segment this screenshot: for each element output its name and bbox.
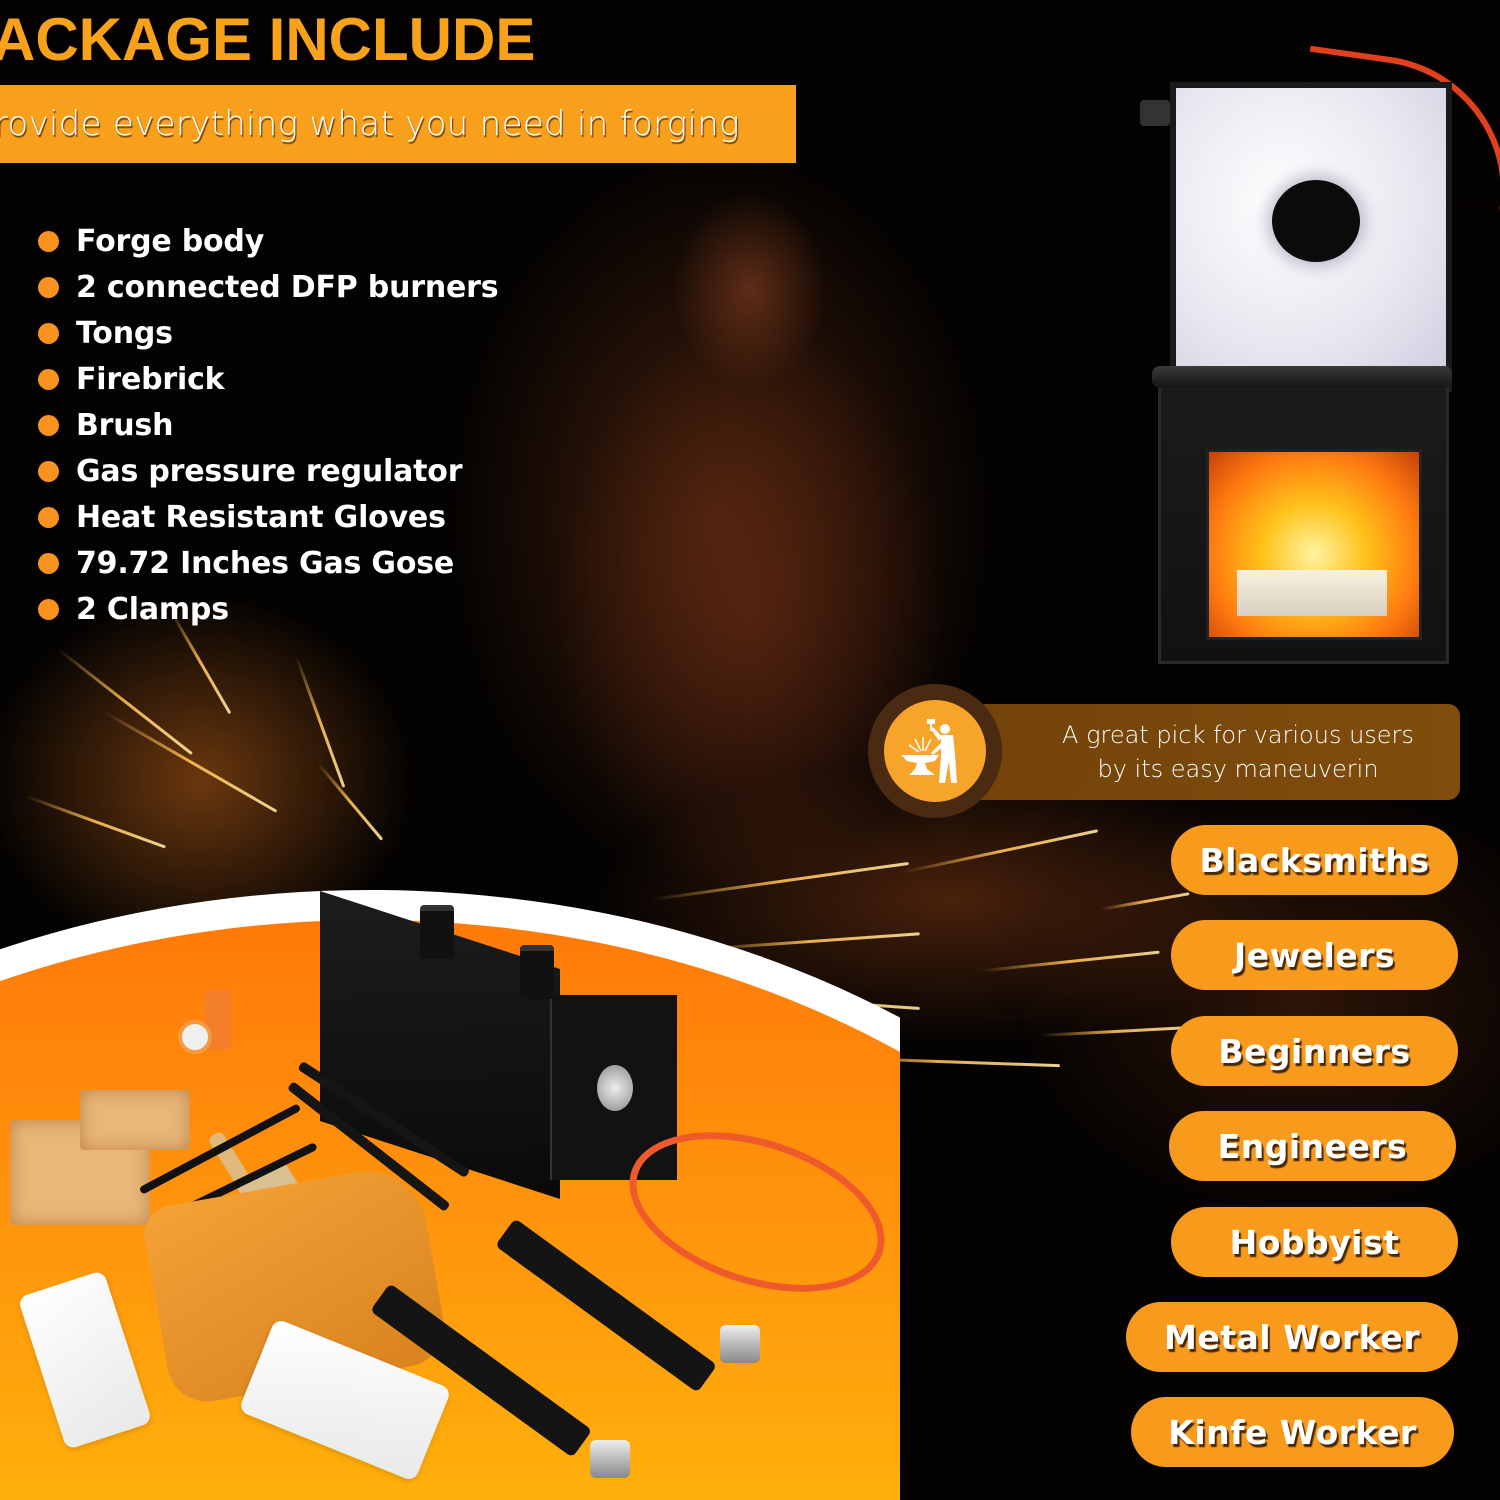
list-item-label: Gas pressure regulator (76, 453, 463, 489)
list-item-label: Heat Resistant Gloves (76, 499, 446, 535)
list-item: 79.72 Inches Gas Gose (38, 540, 498, 586)
user-type-label: Jewelers (1233, 935, 1396, 975)
user-type-label: Blacksmiths (1199, 840, 1430, 880)
ceramic-insulation-block (1170, 82, 1452, 392)
user-type-label: Kinfe Worker (1168, 1412, 1417, 1452)
user-type-label: Metal Worker (1164, 1317, 1420, 1357)
list-item: Brush (38, 402, 498, 448)
burner-mount (420, 905, 454, 959)
bullet-icon (38, 460, 59, 482)
list-item-label: Firebrick (76, 361, 225, 397)
user-type-label: Engineers (1217, 1126, 1408, 1166)
user-type-hobbyist: Hobbyist (1171, 1207, 1458, 1277)
bullet-icon (38, 276, 59, 298)
kit-contents-photo (0, 880, 900, 1500)
forge-rail (1152, 366, 1452, 388)
user-type-beginners: Beginners (1171, 1016, 1458, 1086)
firebrick-image (1237, 570, 1387, 616)
list-item-label: Brush (76, 407, 174, 443)
list-item: Heat Resistant Gloves (38, 494, 498, 540)
wing-nut-icon (1140, 100, 1170, 126)
list-item: Gas pressure regulator (38, 448, 498, 494)
list-item-label: 79.72 Inches Gas Gose (76, 545, 455, 581)
user-type-engineers: Engineers (1169, 1111, 1456, 1181)
forge-chamber (1158, 366, 1449, 664)
glowing-forge-opening (1206, 449, 1422, 640)
callout-badge (868, 684, 1002, 818)
bullet-icon (38, 368, 59, 390)
callout-text: A great pick for various users by its ea… (1028, 718, 1448, 786)
forge-body-image (320, 891, 680, 1199)
user-type-label: Hobbyist (1229, 1222, 1400, 1262)
list-item-label: 2 connected DFP burners (76, 269, 499, 305)
bullet-icon (38, 598, 59, 620)
list-item: Forge body (38, 218, 498, 264)
package-contents-list: Forge body 2 connected DFP burners Tongs… (38, 218, 499, 632)
callout-banner (968, 704, 1460, 800)
burner-mount (520, 945, 554, 999)
page-title: ACKAGE INCLUDE (0, 6, 536, 73)
forge-port (597, 1065, 633, 1111)
user-type-knife-worker: Kinfe Worker (1131, 1397, 1454, 1467)
bullet-icon (38, 414, 59, 436)
user-type-jewelers: Jewelers (1171, 920, 1458, 990)
list-item-label: 2 Clamps (76, 591, 229, 627)
blacksmith-anvil-icon (901, 719, 957, 783)
list-item: Firebrick (38, 356, 498, 402)
subtitle-text: rovide everything what you need in forgi… (0, 104, 740, 144)
pressure-gauge-icon (178, 1020, 212, 1054)
user-type-label: Beginners (1218, 1031, 1411, 1071)
firebrick-image (80, 1090, 190, 1150)
list-item-label: Forge body (76, 223, 265, 259)
user-type-metal-worker: Metal Worker (1126, 1302, 1458, 1372)
list-item: 2 Clamps (38, 586, 498, 632)
bullet-icon (38, 506, 59, 528)
callout-line-1: A great pick for various users (1062, 721, 1414, 749)
bullet-icon (38, 552, 59, 574)
list-item: 2 connected DFP burners (38, 264, 499, 310)
user-type-blacksmiths: Blacksmiths (1171, 825, 1458, 895)
forge-product-photo (1140, 70, 1485, 665)
burner-port (1272, 180, 1360, 262)
bullet-icon (38, 322, 59, 344)
subtitle-banner: rovide everything what you need in forgi… (0, 85, 796, 163)
bullet-icon (38, 230, 59, 252)
list-item: Tongs (38, 310, 498, 356)
users-callout: A great pick for various users by its ea… (868, 684, 1463, 818)
callout-line-2: by its easy maneuverin (1097, 755, 1379, 783)
list-item-label: Tongs (76, 315, 173, 351)
